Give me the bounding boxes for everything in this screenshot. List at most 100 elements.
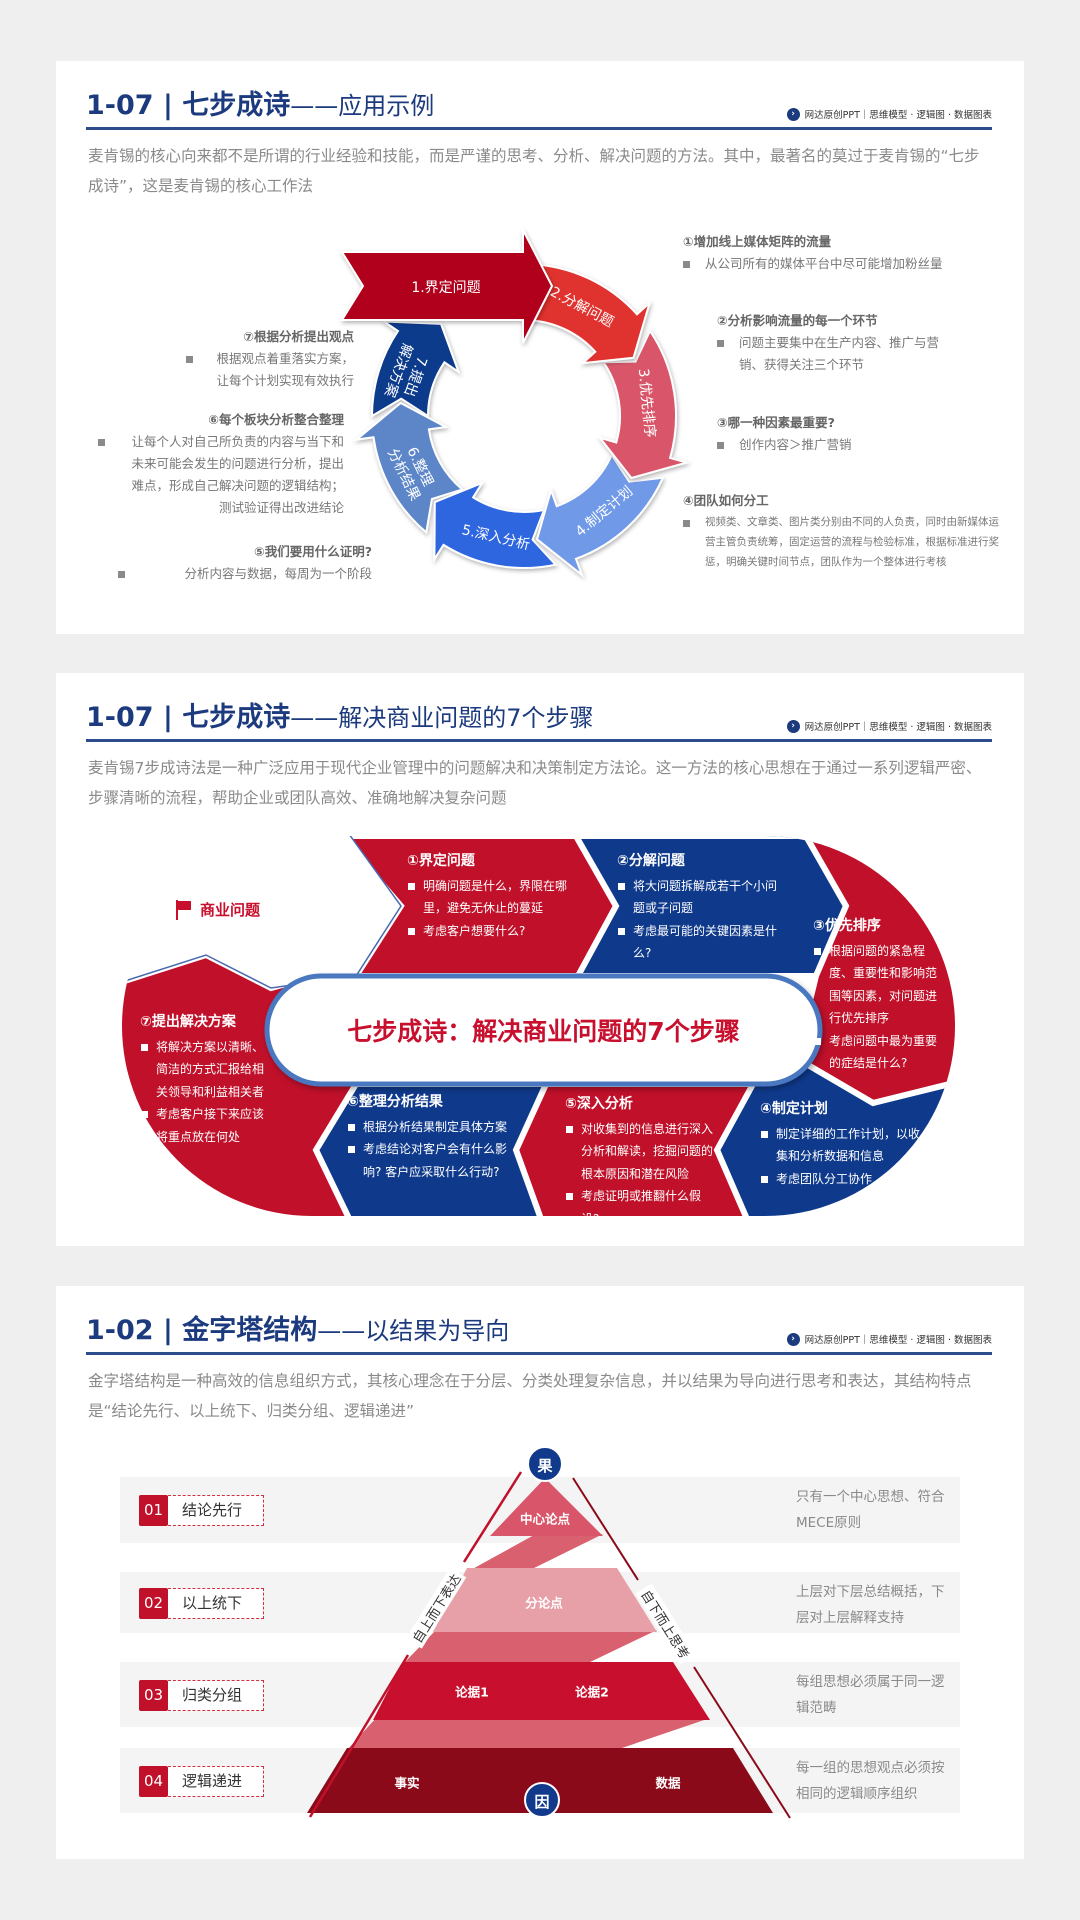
slide-title: 1-02 | 金字塔结构——以结果为导向 [86, 1315, 510, 1346]
segment-text-5: ⑤深入分析对收集到的信息进行深入分析和解读，挖掘问题的根本原因和潜在风险考虑证明… [565, 1093, 717, 1230]
pyramid-diagram [307, 1471, 791, 1819]
row-description: 只有一个中心思想、符合MECE原则 [796, 1489, 945, 1531]
chevron-right-circle-icon: › [786, 1332, 800, 1346]
segment-text-3: ③优先排序根据问题的紧急程度、重要性和影响范围等因素，对问题进行优先排序考虑问题… [813, 915, 947, 1075]
note-1: ①增加线上媒体矩阵的流量从公司所有的媒体平台中尽可能增加粉丝量 [683, 231, 983, 275]
segment-title: ③优先排序 [813, 918, 881, 934]
segment-bullet: 考虑问题中最为重要的症结是什么? [813, 1030, 947, 1075]
step-3-label: 3.优先排序 [635, 368, 658, 439]
row-label: 结论先行 [168, 1495, 264, 1526]
segment-bullet: 考虑客户想要什么? [407, 920, 572, 943]
row-label: 归类分组 [168, 1679, 264, 1711]
step-5-arrow [433, 480, 558, 569]
center-title: 七步成诗：解决商业问题的7个步骤 [347, 1017, 740, 1046]
level-label: 分论点 [525, 1595, 563, 1611]
segment-text-6: ⑥整理分析结果根据分析结果制定具体方案考虑结论对客户会有什么影响? 客户应采取什… [347, 1091, 517, 1183]
note-5: ⑤我们要用什么证明?分析内容与数据，每周为一个阶段 [118, 541, 372, 585]
segment-bullet: 考虑团队分工协作 [760, 1168, 930, 1191]
row-label: 以上统下 [168, 1587, 264, 1619]
level-label: 中心论点 [519, 1511, 571, 1527]
pyramid-ribbon [467, 1534, 603, 1572]
title-divider [86, 127, 992, 130]
segment-bullet: 制定详细的工作计划，以收集和分析数据和信息 [760, 1123, 930, 1168]
title-divider [86, 1352, 992, 1355]
brand-tag: ›网达原创PPT｜思维模型 · 逻辑图 · 数据图表 [786, 719, 992, 733]
row-number-badge: 04 [139, 1765, 168, 1797]
level-label: 论据2 [575, 1684, 609, 1700]
slide-description: 麦肯锡的核心向来都不是所谓的行业经验和技能，而是严谨的思考、分析、解决问题的方法… [88, 147, 980, 195]
result-circle: 果 [527, 1446, 563, 1482]
right-side-line [572, 1477, 639, 1581]
slide-description: 金字塔结构是一种高效的信息组织方式，其核心理念在于分层、分类处理复杂信息，并以结… [88, 1372, 972, 1420]
step-1-label: 1.界定问题 [411, 280, 480, 296]
step-3-arrow [597, 328, 691, 480]
pyramid-level-3 [373, 1662, 710, 1720]
segment-bullet: 对收集到的信息进行深入分析和解读，挖掘问题的根本原因和潜在风险 [565, 1118, 717, 1186]
left-side-line [308, 1654, 410, 1818]
level-label: 事实 [394, 1775, 420, 1791]
segment-bullet: 根据分析结果制定具体方案 [347, 1116, 517, 1139]
segment-text-7: ⑦提出解决方案将解决方案以清晰、简洁的方式汇报给相关领导和利益相关者考虑客户接下… [140, 1011, 274, 1148]
right-side-line [693, 1666, 791, 1819]
brand-tag: ›网达原创PPT｜思维模型 · 逻辑图 · 数据图表 [786, 1332, 992, 1346]
segment-title: ②分解问题 [617, 853, 685, 869]
start-label: 商业问题 [176, 899, 260, 920]
slide-card-seven-steps-example: 1-07 | 七步成诗——应用示例 ›网达原创PPT｜思维模型 · 逻辑图 · … [56, 61, 1024, 634]
segment-bullet: 考虑证明或推翻什么假设? [565, 1185, 717, 1230]
pyramid-level-1 [490, 1478, 603, 1536]
pyramid-ribbon [347, 1718, 710, 1750]
note-2: ②分析影响流量的每一个环节问题主要集中在生产内容、推广与营销、获得关注三个环节 [717, 310, 953, 376]
segment-text-4: ④制定计划制定详细的工作计划，以收集和分析数据和信息考虑团队分工协作 [760, 1098, 930, 1190]
brand-tag: ›网达原创PPT｜思维模型 · 逻辑图 · 数据图表 [786, 107, 992, 121]
slide-description: 麦肯锡7步成诗法是一种广泛应用于现代企业管理中的问题解决和决策制定方法论。这一方… [88, 759, 982, 807]
center-pill [264, 973, 823, 1087]
segment-bullet: 明确问题是什么，界限在哪里，避免无休止的蔓延 [407, 875, 572, 920]
row-number-badge: 03 [139, 1679, 168, 1711]
chevron-right-circle-icon: › [786, 719, 800, 733]
row-description: 上层对下层总结概括，下层对上层解释支持 [796, 1584, 945, 1626]
flag-icon [176, 899, 192, 920]
segment-bullet: 考虑结论对客户会有什么影响? 客户应采取什么行动? [347, 1138, 517, 1183]
slide-title: 1-07 | 七步成诗——解决商业问题的7个步骤 [86, 702, 594, 733]
pyramid-level-2 [433, 1568, 657, 1632]
segment-bullet: 考虑客户接下来应该将重点放在何处 [140, 1103, 274, 1148]
note-6: ⑥每个板块分析整合整理让每个人对自己所负责的内容与当下和未来可能会发生的问题进行… [98, 409, 344, 519]
left-side-line [462, 1471, 523, 1563]
row-description: 每一组的思想观点必须按相同的逻辑顺序组织 [796, 1760, 945, 1802]
segment-title: ④制定计划 [760, 1101, 828, 1117]
step-2-arrow [525, 263, 652, 365]
slide-card-pyramid: 1-02 | 金字塔结构——以结果为导向 ›网达原创PPT｜思维模型 · 逻辑图… [56, 1286, 1024, 1859]
segment-text-2: ②分解问题将大问题拆解成若干个小问题或子问题考虑最可能的关键因素是什么? [617, 850, 782, 965]
segment-bullet: 根据问题的紧急程度、重要性和影响范围等因素，对问题进行优先排序 [813, 940, 947, 1030]
row-label: 逻辑递进 [168, 1765, 264, 1797]
segment-text-1: ①界定问题明确问题是什么，界限在哪里，避免无休止的蔓延考虑客户想要什么? [407, 850, 572, 942]
segment-bullet: 考虑最可能的关键因素是什么? [617, 920, 782, 965]
slide-title: 1-07 | 七步成诗——应用示例 [86, 90, 435, 121]
pyramid-level-4 [307, 1748, 773, 1813]
step-4-arrow [535, 452, 665, 578]
level-label: 论据1 [455, 1684, 489, 1700]
cause-circle: 因 [524, 1782, 560, 1818]
business-steps-ring-diagram [122, 836, 955, 1216]
segment-title: ⑥整理分析结果 [347, 1094, 443, 1110]
chevron-right-circle-icon: › [786, 107, 800, 121]
note-3: ③哪一种因素最重要?创作内容＞推广营销 [717, 412, 953, 456]
step-6-arrow [353, 401, 465, 535]
slide-card-seven-steps-business: 1-07 | 七步成诗——解决商业问题的7个步骤 ›网达原创PPT｜思维模型 ·… [56, 673, 1024, 1246]
row-description: 每组思想必须属于同一逻辑范畴 [796, 1674, 945, 1716]
row-number-badge: 01 [139, 1495, 168, 1526]
segment-title: ⑦提出解决方案 [140, 1014, 236, 1030]
title-divider [86, 739, 992, 742]
step-7-arrow [370, 320, 461, 418]
segment-bullet: 将解决方案以清晰、简洁的方式汇报给相关领导和利益相关者 [140, 1036, 274, 1104]
segment-bullet: 将大问题拆解成若干个小问题或子问题 [617, 875, 782, 920]
pyramid-ribbon [403, 1630, 657, 1664]
level-label: 数据 [655, 1775, 681, 1791]
note-7: ⑦根据分析提出观点根据观点着重落实方案，让每个计划实现有效执行 [186, 326, 354, 392]
segment-title: ⑤深入分析 [565, 1096, 633, 1112]
note-4: ④团队如何分工视频类、文章类、图片类分别由不同的人负责，同时由新媒体运营主管负责… [683, 490, 999, 572]
row-number-badge: 02 [139, 1587, 168, 1619]
segment-title: ①界定问题 [407, 853, 475, 869]
step-1-arrow [340, 229, 554, 344]
